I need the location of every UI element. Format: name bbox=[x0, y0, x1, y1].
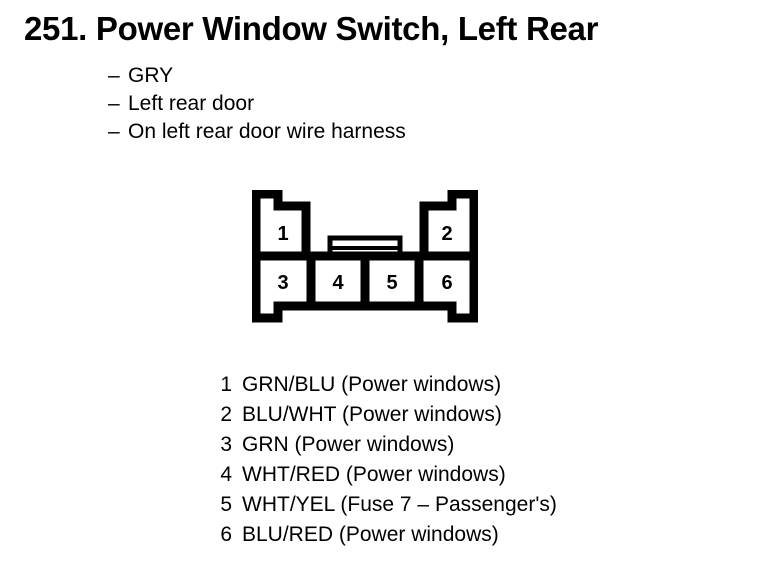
page-title: 251. Power Window Switch, Left Rear bbox=[24, 10, 599, 47]
pin-number-3: 3 bbox=[277, 272, 288, 294]
list-item: 1 GRN/BLU (Power windows) bbox=[208, 370, 557, 400]
list-item: 4 WHT/RED (Power windows) bbox=[208, 460, 557, 490]
list-item: 2 BLU/WHT (Power windows) bbox=[208, 400, 557, 430]
pin-legend-number: 6 bbox=[220, 523, 232, 546]
pin-legend-description: GRN (Power windows) bbox=[242, 433, 455, 456]
list-item: –Left rear door bbox=[108, 90, 406, 118]
pin-legend-description: GRN/BLU (Power windows) bbox=[242, 373, 502, 396]
en-dash-bullet: – bbox=[108, 64, 120, 87]
connector-body-outline bbox=[252, 190, 478, 323]
list-item: –On left rear door wire harness bbox=[108, 118, 406, 146]
pin-number-6: 6 bbox=[441, 272, 452, 294]
list-item: –GRY bbox=[108, 62, 406, 90]
pin-legend-description: BLU/WHT (Power windows) bbox=[242, 403, 502, 426]
pin-legend-number: 5 bbox=[220, 493, 232, 516]
pin-legend-list: 1 GRN/BLU (Power windows) 2 BLU/WHT (Pow… bbox=[208, 370, 557, 550]
pin-number-2: 2 bbox=[441, 223, 452, 245]
attribute-label: GRY bbox=[128, 64, 174, 87]
connector-attribute-list: –GRY –Left rear door –On left rear door … bbox=[108, 62, 406, 146]
pin-legend-description: WHT/YEL (Fuse 7 – Passenger's) bbox=[242, 493, 557, 516]
pin-number-1: 1 bbox=[277, 223, 288, 245]
list-item: 5 WHT/YEL (Fuse 7 – Passenger's) bbox=[208, 490, 557, 520]
pin-number-4: 4 bbox=[332, 272, 344, 294]
pin-legend-number: 4 bbox=[220, 463, 232, 486]
pin-legend-description: BLU/RED (Power windows) bbox=[242, 523, 499, 546]
en-dash-bullet: – bbox=[108, 120, 120, 143]
list-item: 6 BLU/RED (Power windows) bbox=[208, 520, 557, 550]
connector-outline-svg: 1 2 3 4 5 6 bbox=[252, 190, 478, 323]
pin-legend-number: 1 bbox=[220, 373, 232, 396]
attribute-label: On left rear door wire harness bbox=[128, 120, 406, 143]
pin-legend-number: 3 bbox=[220, 433, 232, 456]
latch-tab-outline bbox=[327, 235, 403, 260]
en-dash-bullet: – bbox=[108, 92, 120, 115]
connector-diagram: 1 2 3 4 5 6 bbox=[252, 190, 478, 335]
pin-number-5: 5 bbox=[386, 272, 397, 294]
list-item: 3 GRN (Power windows) bbox=[208, 430, 557, 460]
pin-legend-description: WHT/RED (Power windows) bbox=[242, 463, 506, 486]
attribute-label: Left rear door bbox=[128, 92, 255, 115]
pin-legend-number: 2 bbox=[220, 403, 232, 426]
